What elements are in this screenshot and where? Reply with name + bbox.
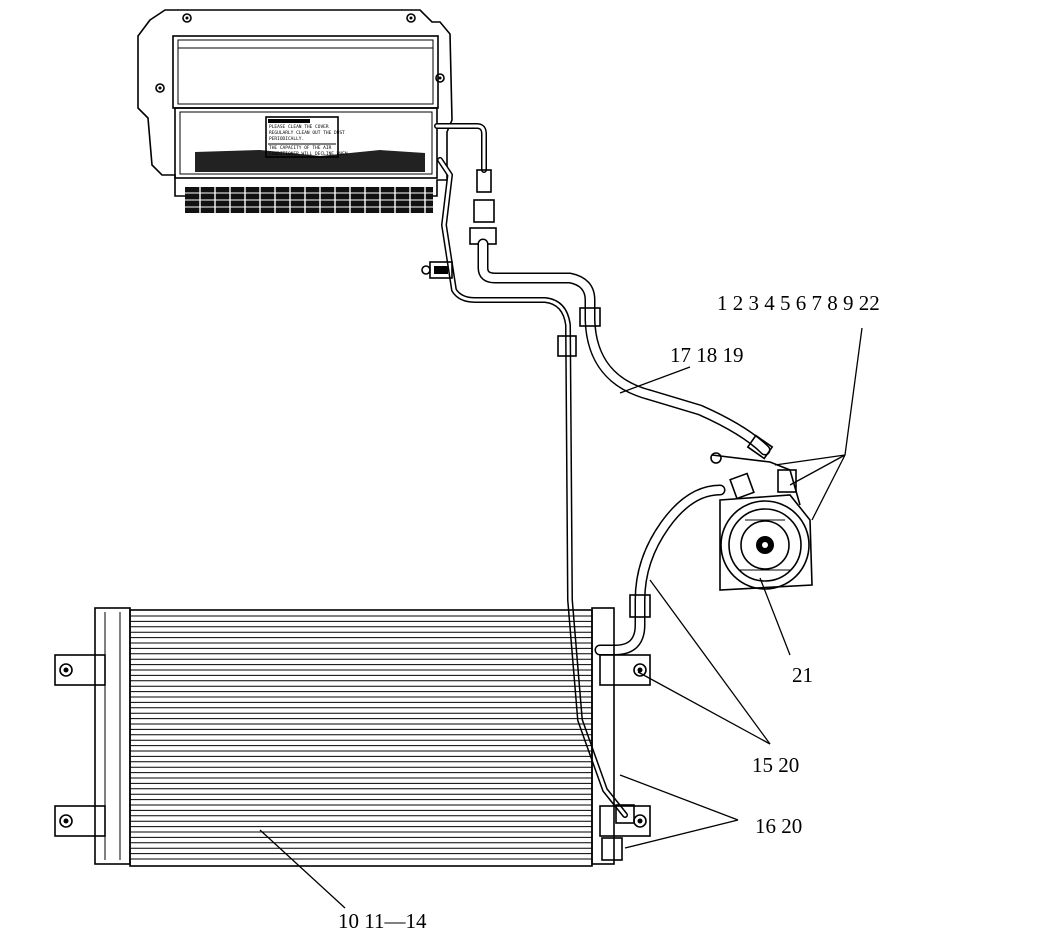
callout-discharge-hose: 15 20 <box>752 753 799 777</box>
callout-suction-hose: 17 18 19 <box>670 343 744 367</box>
nameplate-line-1: PLEASE CLEAN THE COVER <box>269 124 329 130</box>
suction-hose <box>477 238 774 460</box>
nameplate-line-3: PERIODICALLY. <box>269 136 304 142</box>
compressor <box>710 452 813 591</box>
nameplate-line-2: REGULARLY CLEAN OUT THE DUST <box>269 130 345 136</box>
callout-compressor: 21 <box>792 663 813 687</box>
evaporator-inlet-line <box>421 157 635 824</box>
callout-evaporator-group: 1 2 3 4 5 6 7 8 9 22 <box>717 291 880 315</box>
evaporator-unit: PLEASE CLEAN THE COVER REGULARLY CLEAN O… <box>137 9 453 213</box>
leader-lines <box>259 327 863 909</box>
callout-condenser: 10 11—14 <box>338 909 427 933</box>
discharge-hose <box>594 472 755 656</box>
nameplate-line-4: THE CAPACITY OF THE AIR <box>269 145 332 151</box>
nameplate-line-5: CONDITIONER WILL DECLINE WHEN <box>269 151 348 157</box>
condenser <box>54 607 651 867</box>
callout-liquid-line: 16 20 <box>755 814 802 838</box>
